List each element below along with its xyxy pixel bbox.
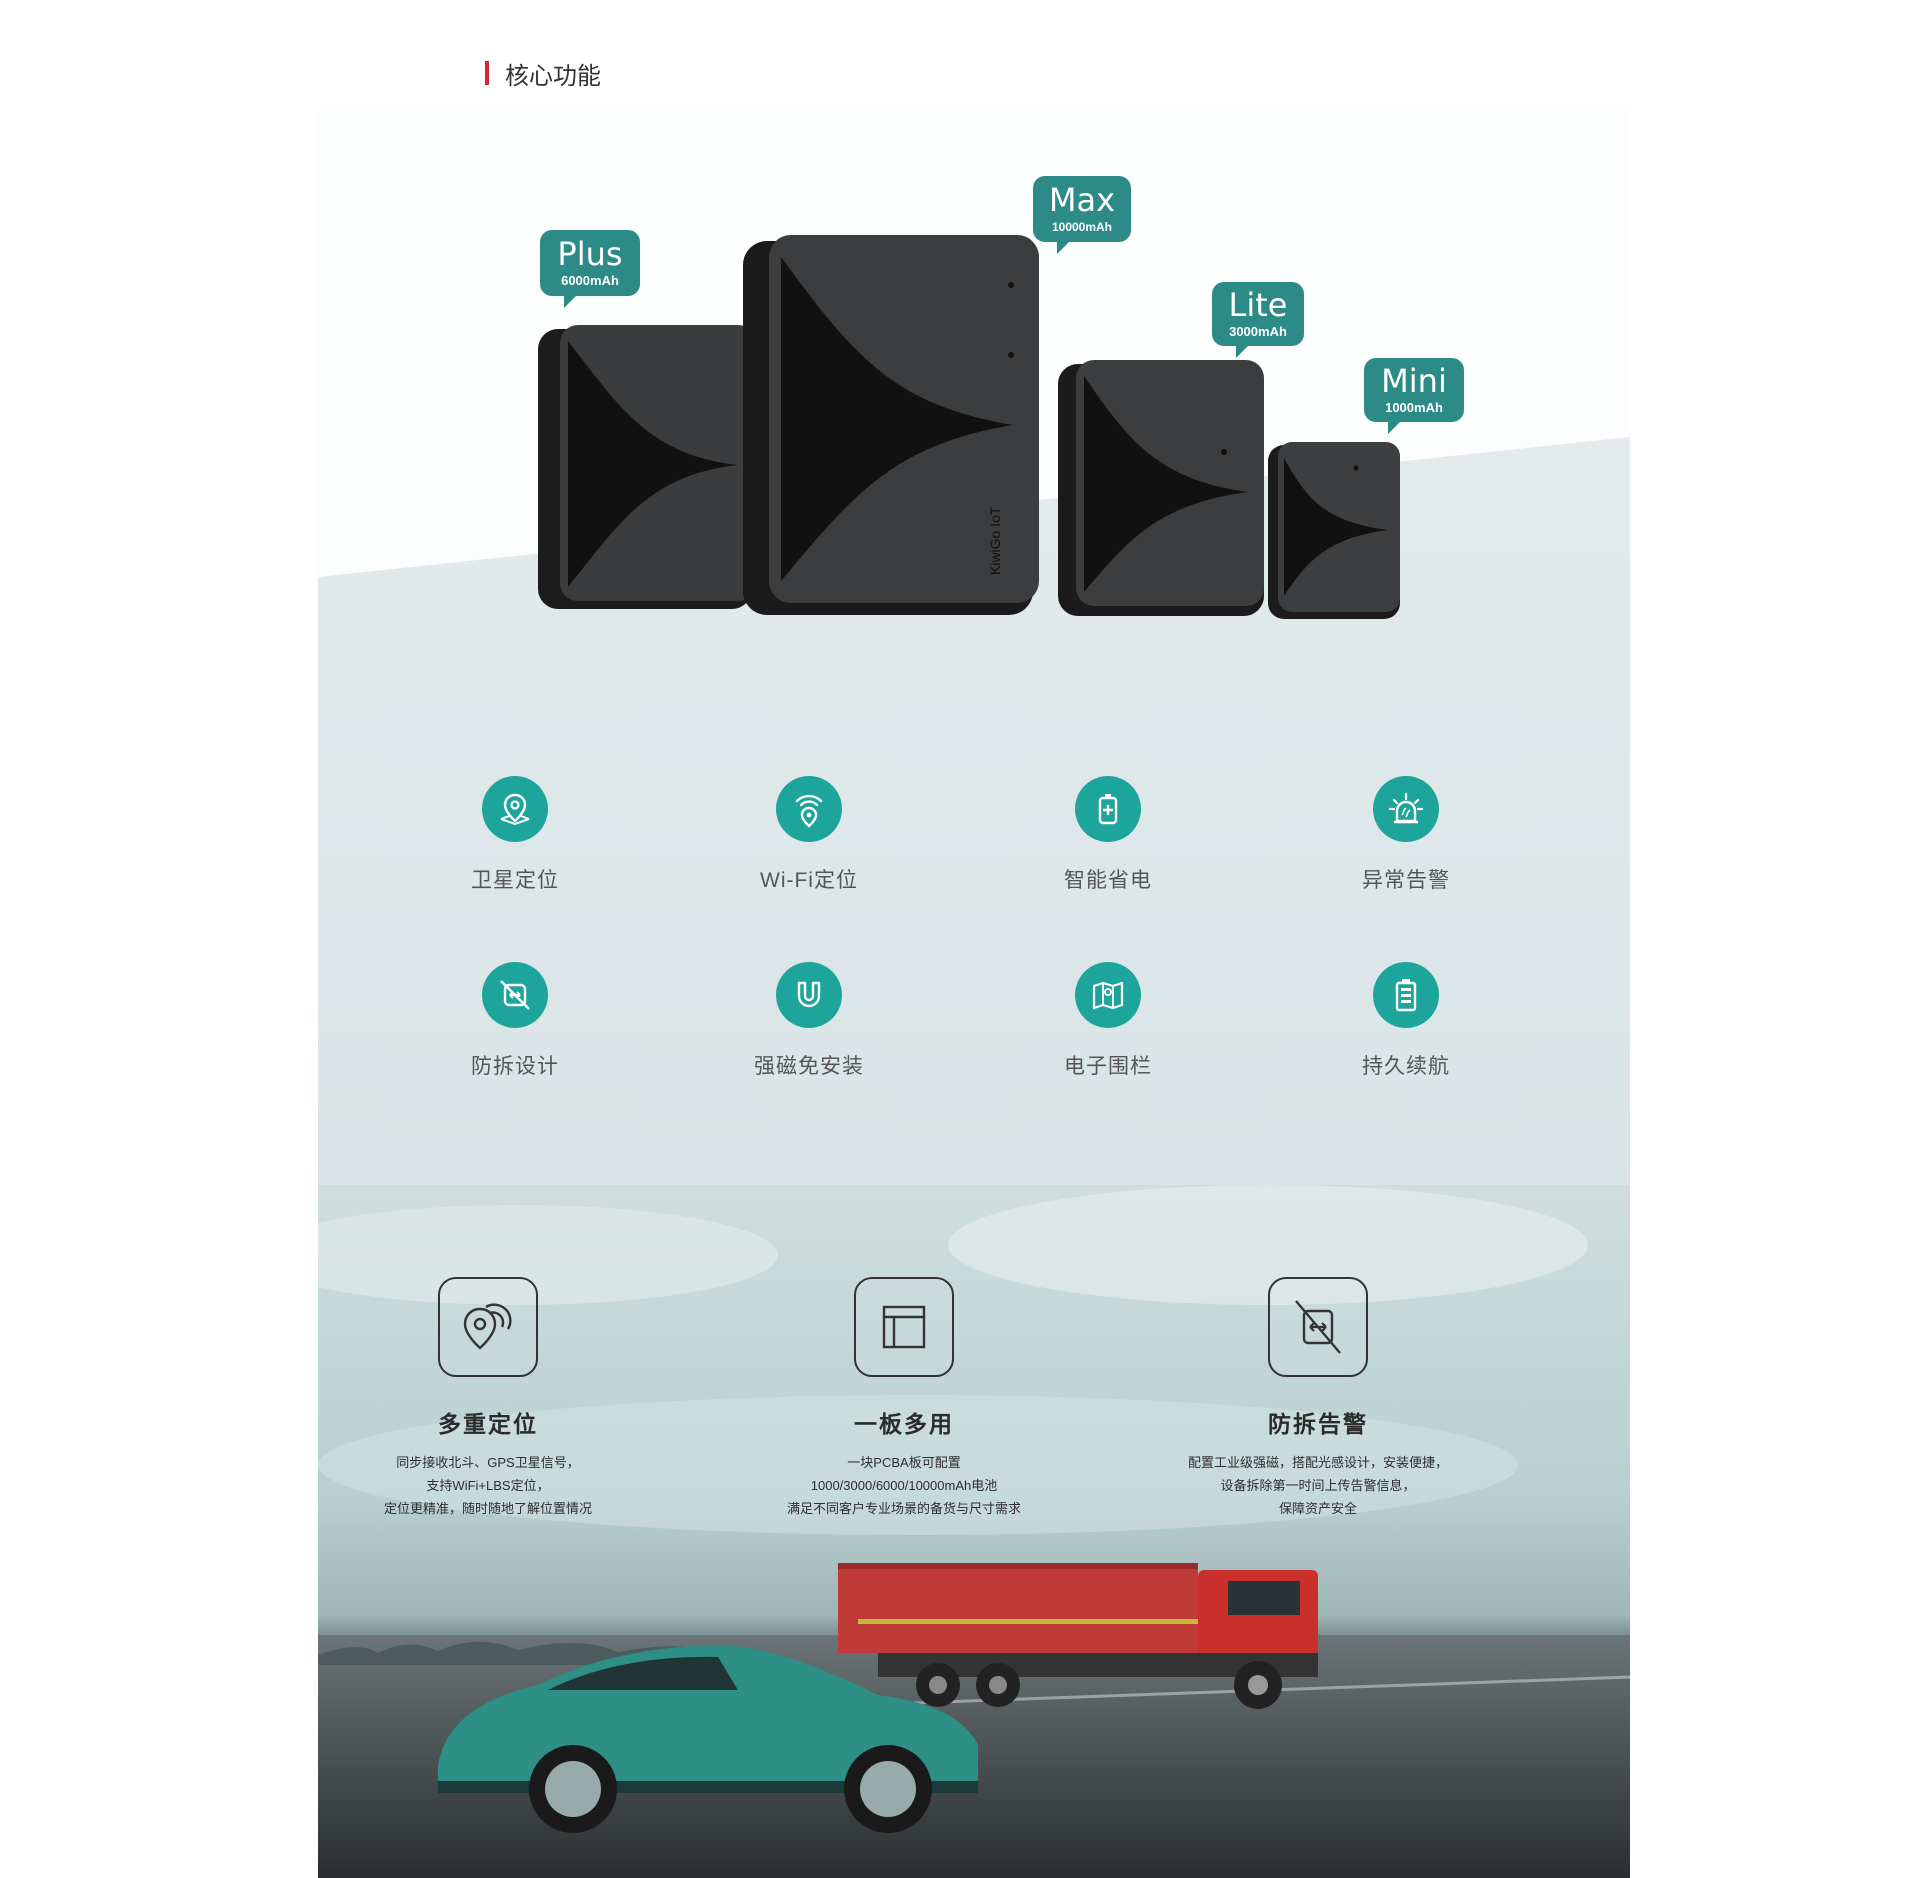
feature-label: 异常告警 [1362,869,1450,892]
car-illustration [438,1645,978,1833]
description-line: 1000/3000/6000/10000mAh电池 [810,1478,998,1493]
highlights-panel: 多重定位 同步接收北斗、GPS卫星信号， 支持WiFi+LBS定位， 定位更精准… [318,1185,1630,1878]
model-bubble-lite: Lite 3000mAh [1212,282,1304,358]
feature-label: 智能省电 [1064,869,1152,892]
feature-label: 卫星定位 [471,869,559,892]
feature-anti-tamper: 防拆设计 [415,962,615,1080]
section-title: 核心功能 [505,62,601,90]
model-capacity: 1000mAh [1385,400,1443,415]
description-line: 设备拆除第一时间上传告警信息， [1220,1478,1416,1493]
model-bubble-max: Max 10000mAh [1033,176,1131,254]
feature-satellite: 卫星定位 [415,776,615,894]
highlight-title: 防拆告警 [1268,1411,1368,1437]
heading-accent-bar [485,61,489,85]
model-name: Plus [557,235,623,273]
description-line: 保障资产安全 [1278,1501,1357,1516]
highlight-title: 多重定位 [438,1411,538,1437]
device-max: KiwiGo IoT [743,235,1039,615]
highlight-description: 一块PCBA板可配置 1000/3000/6000/10000mAh电池 满足不… [734,1451,1074,1520]
description-line: 配置工业级强磁，搭配光感设计，安装便捷， [1187,1455,1448,1470]
description-line: 同步接收北斗、GPS卫星信号， [396,1455,580,1470]
device-brand-text: KiwiGo IoT [987,506,1003,575]
highlight-title: 一板多用 [854,1411,954,1437]
magnet-icon [776,962,842,1028]
product-feature-panel: KiwiGo IoT Plus 6000mAh Max 10000mAh Lit… [318,110,1630,1185]
description-line: 支持WiFi+LBS定位， [426,1478,550,1493]
model-name: Max [1048,181,1116,219]
highlight-description: 配置工业级强磁，搭配光感设计，安装便捷， 设备拆除第一时间上传告警信息， 保障资… [1148,1451,1488,1520]
geofence-map-icon [1075,962,1141,1028]
panel-background [318,437,1630,1185]
feature-label: 电子围栏 [1064,1055,1152,1078]
highlight-tamper-alarm: 防拆告警 配置工业级强磁，搭配光感设计，安装便捷， 设备拆除第一时间上传告警信息… [1148,1277,1488,1520]
wifi-location-icon [776,776,842,842]
feature-wifi: Wi-Fi定位 [709,776,909,894]
feature-label: Wi-Fi定位 [760,869,858,892]
description-line: 一块PCBA板可配置 [847,1455,961,1470]
highlight-description: 同步接收北斗、GPS卫星信号， 支持WiFi+LBS定位， 定位更精准，随时随地… [318,1451,658,1520]
feature-magnet: 强磁免安装 [709,962,909,1080]
feature-label: 防拆设计 [471,1055,559,1078]
satellite-location-icon [482,776,548,842]
description-line: 定位更精准，随时随地了解位置情况 [383,1501,592,1516]
model-bubble-plus: Plus 6000mAh [540,230,640,308]
device-mini [1268,442,1400,619]
road-scene-background [318,1185,1630,1878]
model-name: Mini [1381,362,1447,400]
board-layout-icon [854,1277,954,1377]
highlight-multi-location: 多重定位 同步接收北斗、GPS卫星信号， 支持WiFi+LBS定位， 定位更精准… [318,1277,658,1520]
feature-label: 强磁免安装 [754,1055,864,1078]
model-bubble-mini: Mini 1000mAh [1364,358,1464,434]
model-name: Lite [1228,286,1288,324]
long-battery-icon [1373,962,1439,1028]
truck-illustration [838,1563,1318,1709]
description-line: 满足不同客户专业场景的备货与尺寸需求 [786,1501,1021,1516]
tamper-alarm-icon [1268,1277,1368,1377]
feature-label: 持久续航 [1362,1055,1450,1078]
model-capacity: 6000mAh [561,273,619,288]
model-capacity: 3000mAh [1229,324,1287,339]
feature-alarm: 异常告警 [1306,776,1506,894]
device-lite [1058,360,1264,616]
alarm-light-icon [1373,776,1439,842]
device-plus [538,325,756,609]
highlight-multi-board: 一板多用 一块PCBA板可配置 1000/3000/6000/10000mAh电… [734,1277,1074,1520]
section-heading: 核心功能 [485,58,601,90]
model-capacity: 10000mAh [1051,220,1113,234]
feature-battery-life: 持久续航 [1306,962,1506,1080]
feature-power-saving: 智能省电 [1008,776,1208,894]
anti-tamper-icon [482,962,548,1028]
feature-geofence: 电子围栏 [1008,962,1208,1080]
multi-location-icon [438,1277,538,1377]
battery-saving-icon [1075,776,1141,842]
